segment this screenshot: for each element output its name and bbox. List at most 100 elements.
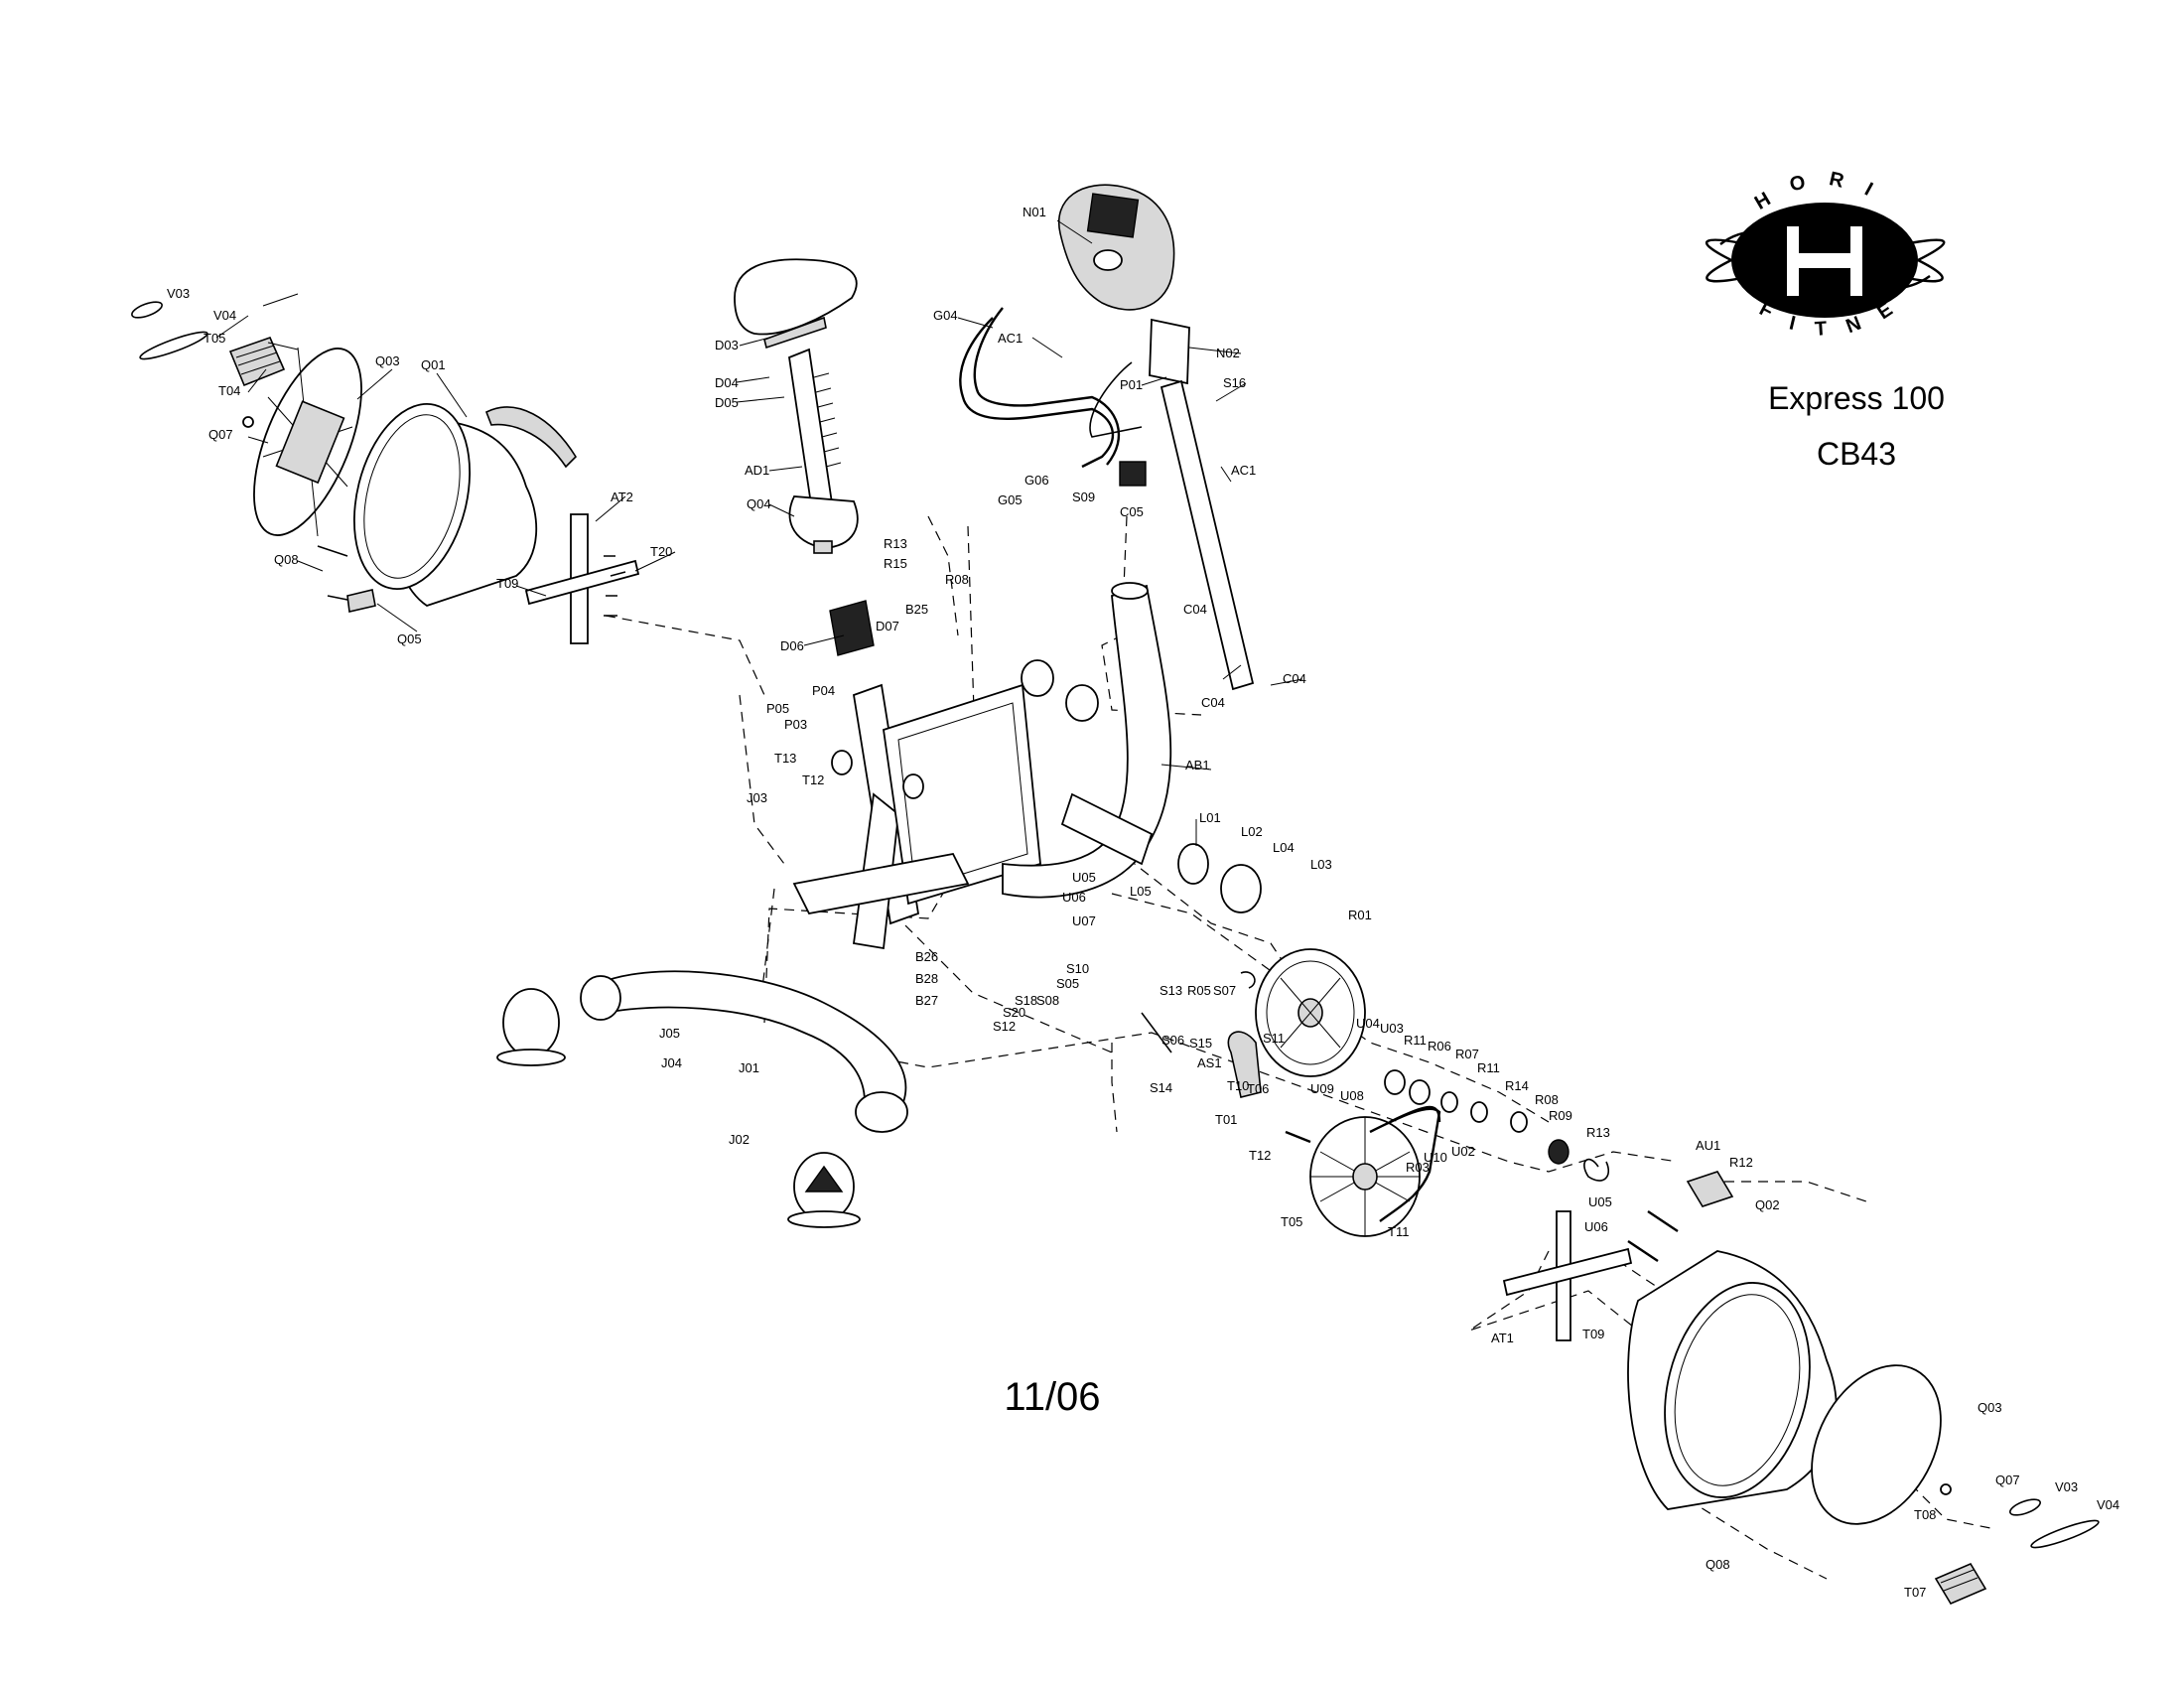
part-label: T06 (1247, 1081, 1269, 1096)
part-label: U06 (1062, 890, 1086, 905)
part-label: D05 (715, 395, 739, 410)
part-label: S05 (1056, 976, 1079, 991)
leader-line (1222, 664, 1242, 680)
part-label: R05 (1187, 983, 1211, 998)
part-label: G04 (933, 308, 958, 323)
part-label: R09 (1549, 1108, 1572, 1123)
part-label: D06 (780, 638, 804, 653)
part-label: T07 (1904, 1585, 1926, 1600)
part-label: AT1 (1491, 1331, 1514, 1345)
right-shroud-assembly (1502, 1171, 2100, 1606)
part-label: P04 (812, 683, 835, 698)
part-label: D03 (715, 338, 739, 352)
leader-line (247, 368, 267, 393)
part-label: T05 (204, 331, 225, 346)
part-label: T09 (1582, 1327, 1604, 1341)
part-label: B26 (915, 949, 938, 964)
part-label: T12 (802, 772, 824, 787)
leader-line (376, 603, 418, 632)
part-label: D04 (715, 375, 739, 390)
part-label: B27 (915, 993, 938, 1008)
leader-line (356, 368, 393, 400)
leader-line (436, 372, 468, 418)
part-label: T05 (1281, 1214, 1302, 1229)
part-label: S13 (1160, 983, 1182, 998)
part-label: T04 (218, 383, 240, 398)
console-and-handlebar-assembly (959, 184, 1255, 691)
part-label: T01 (1215, 1112, 1237, 1127)
part-label: R07 (1455, 1047, 1479, 1061)
part-label: L04 (1273, 840, 1295, 855)
part-label: V04 (2097, 1497, 2119, 1512)
part-label: S06 (1161, 1033, 1184, 1048)
leader-line (736, 396, 785, 403)
part-label: S11 (1263, 1031, 1285, 1046)
model-name: Express 100 (1768, 380, 1945, 416)
part-label: Q08 (1706, 1557, 1730, 1572)
flywheel-assembly (1141, 843, 1610, 1237)
leader-line (768, 503, 795, 517)
leader-line (634, 551, 676, 572)
part-label: Q08 (274, 552, 299, 567)
part-label: R13 (884, 536, 907, 551)
model-code: CB43 (1817, 436, 1896, 472)
part-label: L05 (1130, 884, 1152, 899)
part-label: Q02 (1755, 1197, 1780, 1212)
part-label: R13 (1586, 1125, 1610, 1140)
leader-line (768, 466, 803, 472)
part-label: C04 (1283, 671, 1306, 686)
revision-date: 11/06 (1004, 1375, 1100, 1419)
part-label: C04 (1201, 695, 1225, 710)
leader-line-layer (215, 219, 1303, 846)
leader-line (1188, 347, 1242, 354)
part-label: U04 (1356, 1016, 1380, 1031)
part-label: P03 (784, 717, 807, 732)
part-label: S18 (1015, 993, 1037, 1008)
part-label: T09 (496, 576, 518, 591)
part-label: Q07 (208, 427, 233, 442)
part-label: G05 (998, 492, 1023, 507)
leader-line (1215, 382, 1247, 402)
part-label: S07 (1213, 983, 1236, 998)
part-label: P05 (766, 701, 789, 716)
part-label: L02 (1241, 824, 1263, 839)
brand-bottom-text: FITNESS (0, 0, 1915, 341)
part-label: R06 (1428, 1039, 1451, 1053)
part-label: C04 (1183, 602, 1207, 617)
leader-line (957, 317, 994, 329)
part-label: J05 (659, 1026, 680, 1041)
part-label: R08 (945, 572, 969, 587)
part-label: U06 (1584, 1219, 1608, 1234)
part-label: T12 (1249, 1148, 1271, 1163)
part-label: R11 (1404, 1033, 1427, 1048)
part-label: R14 (1505, 1078, 1529, 1093)
part-label: AC1 (998, 331, 1023, 346)
part-label: Q03 (1978, 1400, 2002, 1415)
part-label: B25 (905, 602, 928, 617)
main-frame-assembly (496, 582, 1172, 1228)
part-label: U05 (1588, 1194, 1612, 1209)
part-label: R15 (884, 556, 907, 571)
leader-line (736, 376, 770, 383)
part-label: J01 (739, 1060, 759, 1075)
part-label: T10 (1227, 1078, 1249, 1093)
leader-line (267, 342, 299, 351)
leader-line (595, 495, 626, 522)
part-label: G06 (1024, 473, 1049, 488)
part-label: AT2 (611, 490, 633, 504)
part-label: S14 (1150, 1080, 1172, 1095)
part-label: U10 (1424, 1150, 1447, 1165)
part-label: P01 (1120, 377, 1143, 392)
part-label: S12 (993, 1019, 1016, 1034)
part-label: AB1 (1185, 758, 1210, 772)
part-label: V03 (167, 286, 190, 301)
part-label: AD1 (745, 463, 769, 478)
part-label: J02 (729, 1132, 750, 1147)
part-label: V03 (2055, 1479, 2078, 1494)
part-label: AC1 (1231, 463, 1256, 478)
leader-line (1031, 337, 1063, 358)
brand-top-text: HORIZON (0, 0, 1895, 214)
part-label: R11 (1477, 1060, 1500, 1075)
